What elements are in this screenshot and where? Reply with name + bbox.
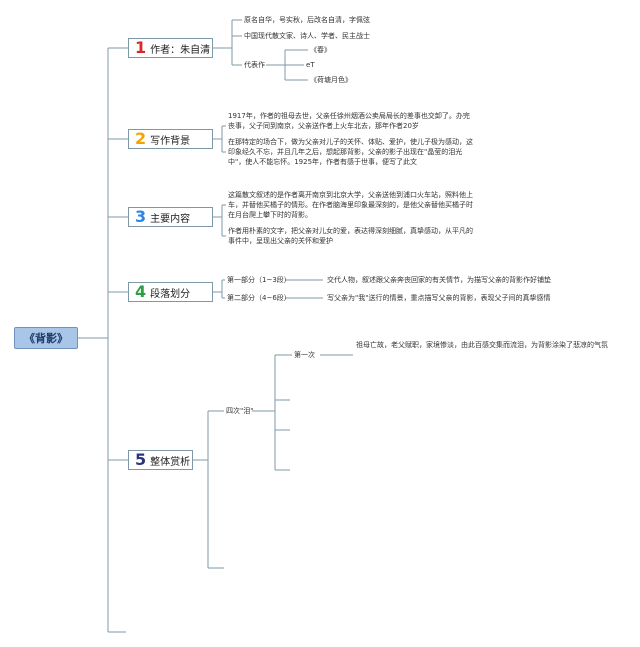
work-item: 《春》 bbox=[310, 46, 331, 54]
background-paragraph: 在那特定的场合下，做为父亲对儿子的关怀、体贴、爱护，使儿子极为感动，这印象经久不… bbox=[228, 138, 473, 166]
topic-label: 写作背景 bbox=[150, 135, 191, 147]
first-tears-description: 祖母亡故，老父赋职，家境惨淡，由此百感交集而流泪，为背影涂染了悲凉的气氛 bbox=[356, 341, 608, 349]
topic-background[interactable]: 2 写作背景 bbox=[128, 129, 213, 149]
topic-number: 1 bbox=[135, 38, 147, 57]
root-node[interactable]: 《背影》 bbox=[14, 327, 78, 349]
topic-label: 段落划分 bbox=[150, 288, 191, 300]
topic-label: 整体赏析 bbox=[150, 456, 191, 468]
work-item: 《荷塘月色》 bbox=[310, 76, 352, 84]
author-identity: 中国现代散文家、诗人、学者、民主战士 bbox=[244, 32, 370, 40]
background-paragraph: 1917年，作者的祖母去世，父亲任徐州烟酒公卖局局长的差事也交卸了。办完丧事，父… bbox=[228, 112, 470, 130]
section-description: 交代人物，叙述跟父亲奔丧回家的有关情节，为描写父亲的背影作好铺垫 bbox=[327, 276, 551, 284]
works-label: 代表作 bbox=[244, 61, 265, 69]
topic-label: 主要内容 bbox=[150, 213, 191, 225]
section-label: 第二部分（4~6段） bbox=[227, 294, 291, 302]
topic-analysis[interactable]: 5 整体赏析 bbox=[128, 450, 193, 470]
tears-label: 四次"泪" bbox=[226, 407, 254, 415]
work-item: eT bbox=[306, 61, 315, 69]
topic-sections[interactable]: 4 段落划分 bbox=[128, 282, 213, 302]
topic-label: 作者：朱自清 bbox=[150, 44, 211, 56]
section-description: 写父亲为"我"送行的情景，重点描写父亲的背影，表现父子间的真挚感情 bbox=[327, 294, 551, 302]
topic-author[interactable]: 1 作者：朱自清 bbox=[128, 38, 213, 58]
section-label: 第一部分（1~3段） bbox=[227, 276, 291, 284]
author-name-info: 原名自华，号实秋，后改名自清，字佩弦 bbox=[244, 16, 370, 24]
topic-content[interactable]: 3 主要内容 bbox=[128, 207, 213, 227]
first-tears-label: 第一次 bbox=[294, 351, 315, 359]
topic-number: 4 bbox=[135, 282, 147, 301]
content-paragraph: 这篇散文叙述的是作者离开南京到北京大学，父亲送他到浦口火车站，照料他上车，并替他… bbox=[228, 191, 473, 219]
topic-number: 3 bbox=[135, 207, 147, 226]
topic-number: 5 bbox=[135, 450, 147, 469]
topic-number: 2 bbox=[135, 129, 147, 148]
content-paragraph: 作者用朴素的文字，把父亲对儿女的爱，表达得深刻细腻，真挚感动，从平凡的事件中，呈… bbox=[228, 227, 473, 245]
